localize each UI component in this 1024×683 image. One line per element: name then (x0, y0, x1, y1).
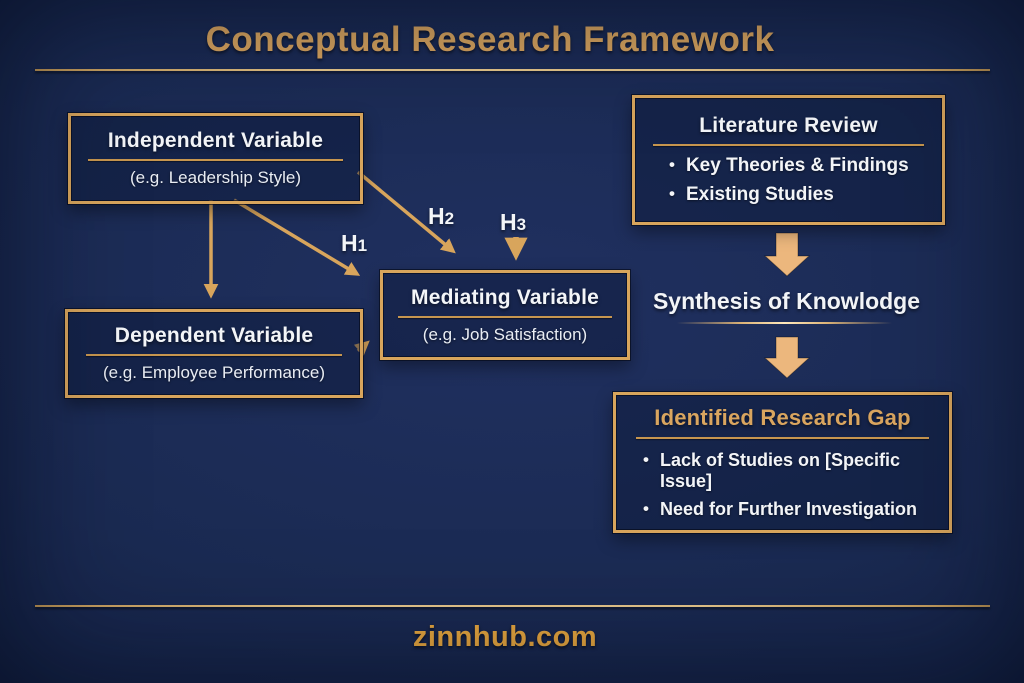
independent-variable-example: (e.g. Leadership Style) (129, 168, 302, 187)
independent-variable-separator (88, 159, 343, 161)
mediating-variable-box: Mediating Variable (e.g. Job Satisfactio… (380, 270, 630, 360)
mediating-variable-example: (e.g. Job Satisfaction) (422, 324, 588, 344)
dependent-variable-separator (85, 354, 343, 356)
bullet-icon: • (643, 499, 649, 518)
bottom-divider (35, 605, 990, 607)
list-item: • Lack of Studies on [Specific Issue] (643, 450, 949, 492)
list-item: • Key Theories & Findings (669, 155, 942, 177)
h2-letter: H (428, 203, 445, 229)
hypothesis-h2-label: H2 (428, 203, 454, 230)
website-label: zinnhub.com (412, 621, 598, 653)
research-gap-title: Identified Research Gap (654, 405, 911, 430)
literature-review-box: Literature Review • Key Theories & Findi… (632, 95, 945, 225)
h1-number: 1 (357, 236, 368, 255)
bullet-icon: • (669, 184, 675, 203)
literature-review-title: Literature Review (699, 114, 878, 137)
independent-variable-title: Independent Variable (107, 129, 324, 152)
page-title: Conceptual Research Framework (205, 20, 775, 59)
independent-variable-box: Independent Variable (e.g. Leadership St… (68, 113, 363, 204)
block-arrow-literature-to-synthesis (763, 232, 811, 277)
research-gap-bullets: • Lack of Studies on [Specific Issue] • … (616, 450, 949, 520)
synthesis-label: Synthesis of Knowlodge (652, 288, 921, 314)
bullet-icon: • (669, 155, 675, 174)
mediating-variable-separator (397, 315, 613, 318)
arrow-h2-independent-to-mediating (356, 170, 456, 254)
research-gap-box: Identified Research Gap • Lack of Studie… (613, 392, 952, 533)
h2-number: 2 (444, 209, 455, 228)
bullet-icon: • (643, 450, 649, 469)
h3-number: 3 (516, 215, 527, 234)
literature-bullet-2: Existing Studies (685, 184, 834, 205)
dependent-variable-box: Dependent Variable (e.g. Employee Perfor… (65, 309, 363, 398)
literature-bullet-1: Key Theories & Findings (685, 155, 909, 176)
hypothesis-h1-label: H1 (341, 230, 367, 257)
list-item: • Existing Studies (669, 184, 942, 206)
arrow-h1-independent-to-mediating (233, 198, 361, 276)
list-item: • Need for Further Investigation (643, 499, 949, 520)
literature-review-separator (653, 144, 924, 146)
research-gap-bullet-2: Need for Further Investigation (659, 499, 917, 519)
dependent-variable-title: Dependent Variable (114, 324, 314, 347)
literature-review-bullets: • Key Theories & Findings • Existing Stu… (635, 155, 942, 206)
top-divider (35, 69, 990, 71)
h1-letter: H (341, 230, 358, 256)
dependent-variable-example: (e.g. Employee Performance) (102, 363, 326, 382)
hypothesis-h3-label: H3 (500, 209, 526, 236)
research-gap-bullet-1: Lack of Studies on [Specific Issue] (659, 450, 900, 491)
h3-letter: H (500, 209, 517, 235)
synthesis-underline (677, 322, 892, 324)
mediating-variable-title: Mediating Variable (411, 285, 599, 309)
research-gap-separator (635, 437, 930, 439)
block-arrow-synthesis-to-gap (763, 336, 811, 379)
